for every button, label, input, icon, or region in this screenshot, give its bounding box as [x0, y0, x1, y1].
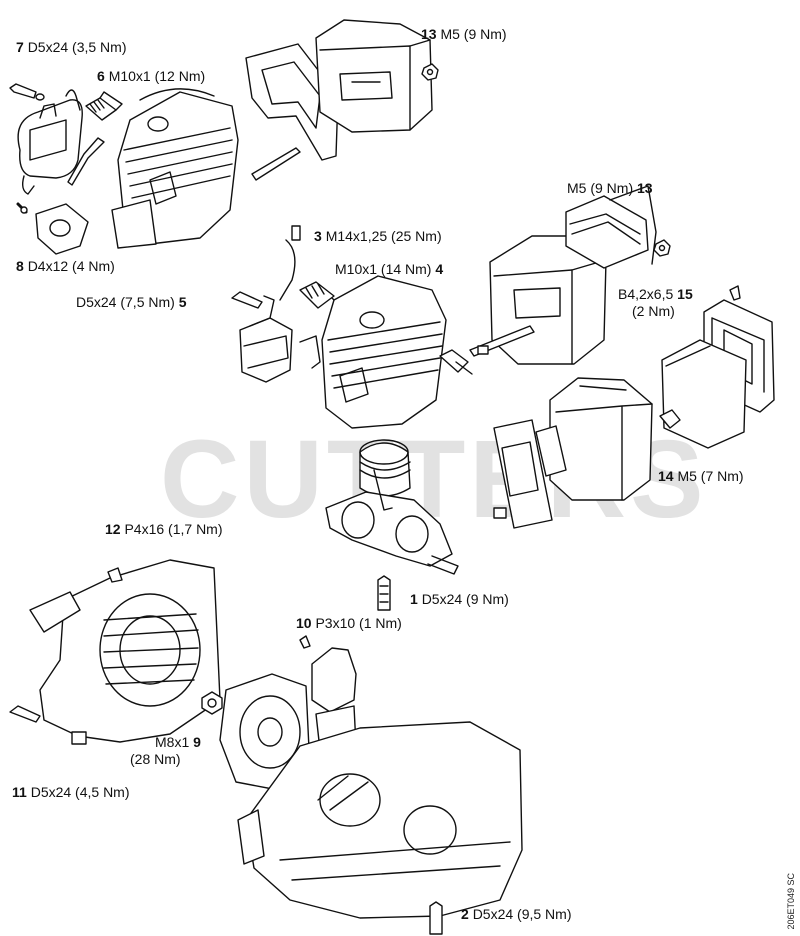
- screw-12: [107, 567, 123, 583]
- screw-2: [429, 901, 443, 935]
- callout-spec: M10x1 (14 Nm): [335, 261, 432, 277]
- heat-shield-plate: [245, 43, 339, 181]
- callout-number: 6: [97, 68, 105, 84]
- ignition-module: [17, 89, 83, 195]
- ignition-coil-5: [239, 225, 301, 383]
- callout-number: 5: [178, 294, 187, 310]
- spark-arrestor-13: [565, 185, 657, 269]
- nut-13b: [653, 239, 671, 257]
- callout-number: 11: [12, 784, 27, 800]
- callout-2: 2 D5x24 (9,5 Nm): [461, 906, 572, 922]
- nut-14: [659, 409, 681, 429]
- callout-spec: P4x16 (1,7 Nm): [124, 521, 223, 537]
- callout-12: 12 P4x16 (1,7 Nm): [105, 521, 223, 537]
- screw-5: [231, 291, 263, 309]
- callout-1: 1 D5x24 (9 Nm): [410, 591, 509, 607]
- decompression-valve-4: [439, 349, 473, 375]
- callout-4: M10x1 (14 Nm) 4: [335, 261, 443, 277]
- spark-plug-6: [85, 91, 123, 121]
- callout-spec: D5x24 (4,5 Nm): [30, 784, 130, 800]
- filter-element: [661, 339, 747, 449]
- callout-number: 7: [16, 39, 24, 55]
- muffler-bolt: [469, 325, 535, 357]
- callout-spec: M5 (9 Nm): [440, 26, 507, 42]
- cylinder-top: [111, 88, 239, 249]
- callout-10: 10 P3x10 (1 Nm): [296, 615, 402, 631]
- callout-spec: M8x1: [155, 734, 190, 750]
- callout-13b: M5 (9 Nm) 13: [567, 180, 653, 196]
- callout-number: 3: [314, 228, 322, 244]
- callout-15-torque: (2 Nm): [632, 303, 675, 319]
- callout-number: 13: [421, 26, 437, 42]
- callout-9: M8x1 9: [155, 734, 201, 750]
- callout-spec: D5x24 (3,5 Nm): [27, 39, 127, 55]
- callout-13: 13 M5 (9 Nm): [421, 26, 507, 42]
- callout-spec: (2 Nm): [632, 303, 675, 319]
- screw-1: [377, 575, 391, 611]
- callout-7: 7 D5x24 (3,5 Nm): [16, 39, 127, 55]
- callout-spec: D5x24 (7,5 Nm): [76, 294, 175, 310]
- callout-spec: B4,2x6,5: [618, 286, 674, 302]
- callout-spec: M5 (9 Nm): [567, 180, 634, 196]
- callout-spec: D4x12 (4 Nm): [27, 258, 115, 274]
- callout-number: 10: [296, 615, 312, 631]
- callout-spec: M10x1 (12 Nm): [108, 68, 206, 84]
- piston: [359, 439, 411, 497]
- callout-number: 12: [105, 521, 121, 537]
- callout-spec: D5x24 (9,5 Nm): [472, 906, 572, 922]
- gasket-plate: [493, 419, 567, 529]
- callout-number: 9: [193, 734, 201, 750]
- callout-spec: P3x10 (1 Nm): [315, 615, 402, 631]
- clip-4: [299, 335, 321, 369]
- callout-number: 2: [461, 906, 469, 922]
- callout-number: 14: [658, 468, 674, 484]
- callout-spec: (28 Nm): [130, 751, 181, 767]
- callout-3: 3 M14x1,25 (25 Nm): [314, 228, 442, 244]
- callout-15: B4,2x6,5 15: [618, 286, 693, 302]
- callout-number: 13: [637, 180, 653, 196]
- callout-number: 15: [677, 286, 693, 302]
- screw-11: [9, 705, 41, 723]
- callout-number: 1: [410, 591, 418, 607]
- nut-13: [421, 63, 439, 81]
- crankshaft: [325, 469, 459, 575]
- muffler-top: [315, 19, 433, 133]
- screw-15: [729, 285, 741, 301]
- callout-9-torque: (28 Nm): [130, 751, 181, 767]
- nut-9: [201, 691, 223, 715]
- callout-6: 6 M10x1 (12 Nm): [97, 68, 205, 84]
- callout-spec: D5x24 (9 Nm): [421, 591, 509, 607]
- callout-number: 8: [16, 258, 24, 274]
- muffler-lower: [549, 377, 653, 501]
- document-id: 206ET049 SC: [786, 873, 796, 930]
- cylinder-middle: [321, 275, 447, 429]
- screw-10: [299, 635, 311, 649]
- screw-7: [9, 83, 45, 101]
- crankcase: [237, 721, 523, 919]
- intake-manifold-8: [16, 202, 89, 255]
- callout-number: 4: [435, 261, 444, 277]
- callout-5: D5x24 (7,5 Nm) 5: [76, 294, 187, 310]
- callout-14: 14 M5 (7 Nm): [658, 468, 744, 484]
- fan-housing: [29, 559, 221, 745]
- callout-spec: M5 (7 Nm): [677, 468, 744, 484]
- ignition-lead-wire: [67, 137, 105, 186]
- callout-spec: M14x1,25 (25 Nm): [325, 228, 442, 244]
- callout-11: 11 D5x24 (4,5 Nm): [12, 784, 130, 800]
- callout-8: 8 D4x12 (4 Nm): [16, 258, 115, 274]
